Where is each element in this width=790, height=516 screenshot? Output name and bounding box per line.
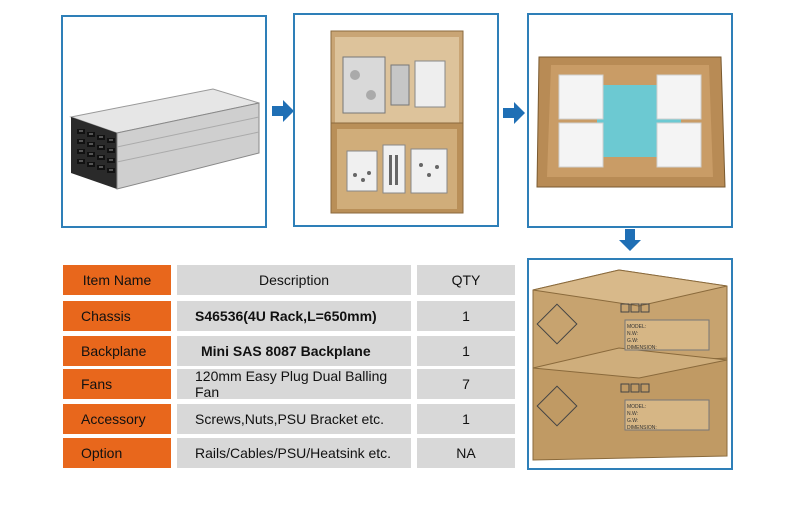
- item-name: Chassis: [81, 308, 131, 324]
- row-description: S46536(4U Rack,L=650mm): [177, 301, 411, 331]
- arrow-right-icon: [503, 102, 525, 124]
- row-item-fans: Fans: [63, 369, 171, 399]
- packed-box-photo: [527, 13, 733, 228]
- row-description: Screws,Nuts,PSU Bracket etc.: [177, 404, 411, 434]
- description-text: Mini SAS 8087 Backplane: [201, 343, 371, 359]
- shipping-cartons-photo: MODEL: N.W: G.W: DIMENSION: MODEL: N.W: …: [527, 258, 733, 470]
- header-description: Description: [177, 265, 411, 295]
- row-description: Mini SAS 8087 Backplane: [177, 336, 411, 366]
- row-item-backplane: Backplane: [63, 336, 171, 366]
- qty-value: 7: [462, 376, 470, 392]
- qty-value: 1: [462, 343, 470, 359]
- header-qty: QTY: [417, 265, 515, 295]
- row-qty: 1: [417, 301, 515, 331]
- box-label-dimension: DIMENSION:: [627, 345, 657, 351]
- header-qty-label: QTY: [451, 272, 481, 288]
- item-name: Backplane: [81, 343, 147, 359]
- accessory-box-illustration: [330, 30, 464, 214]
- header-item-name: Item Name: [63, 265, 171, 295]
- row-qty: 1: [417, 336, 515, 366]
- row-item-accessory: Accessory: [63, 404, 171, 434]
- accessory-box-photo: [293, 13, 499, 227]
- row-description: Rails/Cables/PSU/Heatsink etc.: [177, 438, 411, 468]
- item-name: Option: [81, 445, 123, 461]
- box-label-gw: G.W:: [627, 338, 638, 344]
- qty-value: 1: [462, 308, 470, 324]
- shipping-cartons-illustration: MODEL: N.W: G.W: DIMENSION: MODEL: N.W: …: [532, 269, 728, 461]
- description-text: S46536(4U Rack,L=650mm): [195, 308, 377, 324]
- chassis-photo: [61, 15, 267, 228]
- arrow-right-icon: [272, 100, 294, 122]
- qty-value: 1: [462, 411, 470, 427]
- box-label-dimension: DIMENSION:: [627, 425, 657, 431]
- chassis-illustration: [69, 88, 260, 190]
- qty-value: NA: [456, 445, 476, 461]
- header-item-name-label: Item Name: [82, 272, 152, 288]
- item-name: Fans: [81, 376, 113, 392]
- row-item-chassis: Chassis: [63, 301, 171, 331]
- arrow-down-icon: [619, 229, 641, 251]
- packed-box-illustration: [536, 56, 726, 188]
- row-description: 120mm Easy Plug Dual Balling Fan: [177, 368, 411, 400]
- row-qty: 1: [417, 404, 515, 434]
- row-item-option: Option: [63, 438, 171, 468]
- box-label-nw: N.W:: [627, 411, 638, 417]
- description-text: 120mm Easy Plug Dual Balling Fan: [195, 368, 388, 400]
- row-qty: NA: [417, 438, 515, 468]
- row-qty: 7: [417, 369, 515, 399]
- box-label-model: MODEL:: [627, 404, 646, 410]
- description-text: Screws,Nuts,PSU Bracket etc.: [195, 411, 385, 427]
- box-label-model: MODEL:: [627, 324, 646, 330]
- description-text: Rails/Cables/PSU/Heatsink etc.: [195, 445, 392, 461]
- box-label-nw: N.W:: [627, 331, 638, 337]
- header-description-label: Description: [258, 272, 330, 288]
- box-label-gw: G.W:: [627, 418, 638, 424]
- item-name: Accessory: [81, 411, 146, 427]
